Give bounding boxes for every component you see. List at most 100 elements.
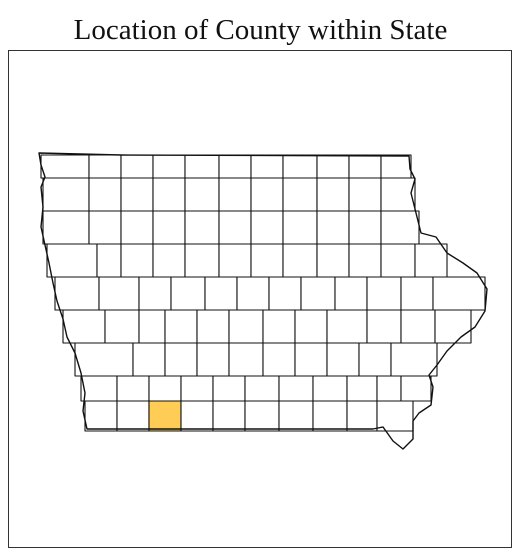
state-map: [38, 152, 488, 450]
county: [164, 342, 198, 377]
county: [152, 154, 186, 179]
county: [312, 400, 348, 432]
county: [40, 154, 90, 179]
county: [46, 243, 98, 278]
county: [164, 309, 198, 344]
county: [400, 276, 434, 311]
county: [120, 210, 154, 245]
county: [312, 375, 348, 402]
county: [434, 309, 472, 344]
county-layer: [40, 154, 486, 432]
county: [152, 177, 186, 212]
county: [346, 400, 378, 432]
county: [348, 154, 382, 179]
county: [380, 210, 420, 245]
county: [348, 177, 382, 212]
county: [282, 243, 318, 278]
county: [316, 243, 350, 278]
county: [228, 309, 264, 344]
county: [74, 342, 134, 377]
county: [228, 342, 264, 377]
county: [348, 210, 382, 245]
county: [282, 154, 318, 179]
county: [348, 243, 382, 278]
county: [380, 177, 416, 212]
county: [414, 243, 448, 278]
county: [218, 243, 252, 278]
county: [316, 210, 350, 245]
county: [170, 276, 206, 311]
highlighted-county: [148, 400, 182, 432]
county: [88, 210, 122, 245]
map-title: Location of County within State: [73, 14, 448, 46]
county: [138, 309, 166, 344]
county: [180, 400, 214, 432]
county: [180, 375, 214, 402]
map-frame: [8, 50, 512, 548]
county: [294, 309, 328, 344]
county: [184, 210, 220, 245]
county: [88, 154, 122, 179]
county: [54, 276, 100, 311]
county: [366, 309, 402, 344]
county: [116, 400, 150, 432]
county: [250, 243, 284, 278]
county: [294, 342, 328, 377]
county: [42, 210, 90, 245]
county: [432, 276, 486, 311]
county: [148, 375, 182, 402]
county: [152, 210, 186, 245]
county: [316, 154, 350, 179]
county: [84, 400, 118, 432]
county: [212, 375, 246, 402]
county: [212, 400, 246, 432]
county: [152, 243, 186, 278]
county: [376, 375, 402, 402]
county: [244, 375, 280, 402]
county: [376, 400, 414, 432]
county: [120, 177, 154, 212]
county: [282, 210, 318, 245]
county: [380, 243, 416, 278]
county: [120, 243, 154, 278]
county: [278, 400, 314, 432]
county: [326, 309, 368, 344]
county: [326, 342, 360, 377]
county: [358, 342, 392, 377]
county: [138, 276, 172, 311]
county: [184, 177, 220, 212]
county: [80, 375, 118, 402]
county: [120, 154, 154, 179]
county: [262, 309, 296, 344]
county: [268, 276, 302, 311]
county: [196, 309, 230, 344]
county: [400, 375, 432, 402]
county: [88, 177, 122, 212]
county: [346, 375, 378, 402]
county: [244, 400, 280, 432]
county: [250, 210, 284, 245]
county: [96, 243, 122, 278]
county: [366, 276, 402, 311]
county: [262, 342, 296, 377]
county: [104, 309, 140, 344]
county: [282, 177, 318, 212]
county: [196, 342, 230, 377]
county: [218, 210, 252, 245]
county: [334, 276, 368, 311]
county: [316, 177, 350, 212]
county: [184, 154, 220, 179]
county: [204, 276, 238, 311]
county: [98, 276, 140, 311]
county: [42, 177, 90, 212]
county: [300, 276, 336, 311]
county: [400, 309, 436, 344]
state-outline: [38, 152, 488, 450]
county: [116, 375, 150, 402]
county: [250, 154, 284, 179]
county: [218, 177, 252, 212]
county: [390, 342, 438, 377]
county: [184, 243, 220, 278]
county: [250, 177, 284, 212]
county: [380, 154, 412, 179]
